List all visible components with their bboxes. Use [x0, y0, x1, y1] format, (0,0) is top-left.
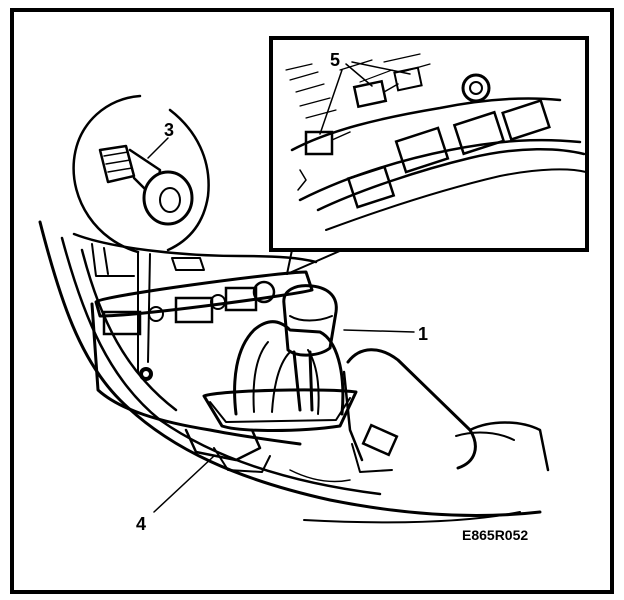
lower-clip [361, 423, 399, 457]
callout-5: 5 [330, 50, 340, 70]
inset-detail [269, 36, 589, 275]
figure-code: E865R052 [462, 527, 528, 543]
inset-switch-2 [394, 126, 450, 174]
callout-1-leader [343, 329, 415, 333]
shifter-boot [233, 320, 345, 416]
inset-connector-1 [304, 130, 334, 156]
callout-5-leader [319, 61, 411, 135]
panel-switch-2 [174, 296, 214, 324]
outer-frame [10, 8, 614, 594]
panel-knob [252, 280, 276, 304]
callout-1: 1 [418, 324, 428, 344]
armrest [346, 348, 477, 470]
inset-frame [269, 36, 589, 252]
callout-3-leader [147, 137, 169, 159]
lower-bracket [184, 428, 262, 462]
inset-switch-4 [501, 98, 551, 142]
inset-knob [461, 73, 491, 103]
shifter-bezel [202, 388, 358, 432]
inset-console-outline [290, 97, 582, 202]
inset-switch-1 [346, 165, 396, 209]
panel-switch-1 [102, 310, 142, 336]
inset-connector-2 [352, 79, 388, 109]
console-panel-icon [38, 220, 542, 518]
switch-panel [94, 270, 314, 318]
callout-4: 4 [136, 514, 146, 534]
center-console [38, 220, 550, 524]
screw-detail [72, 94, 210, 373]
inset-switch-3 [452, 110, 506, 156]
gear-shift-knob-icon [282, 284, 338, 412]
screw-detail-circle [72, 94, 210, 254]
callout-4-leader [153, 455, 215, 513]
callout-3: 3 [164, 120, 174, 140]
screw-icon [98, 144, 194, 226]
